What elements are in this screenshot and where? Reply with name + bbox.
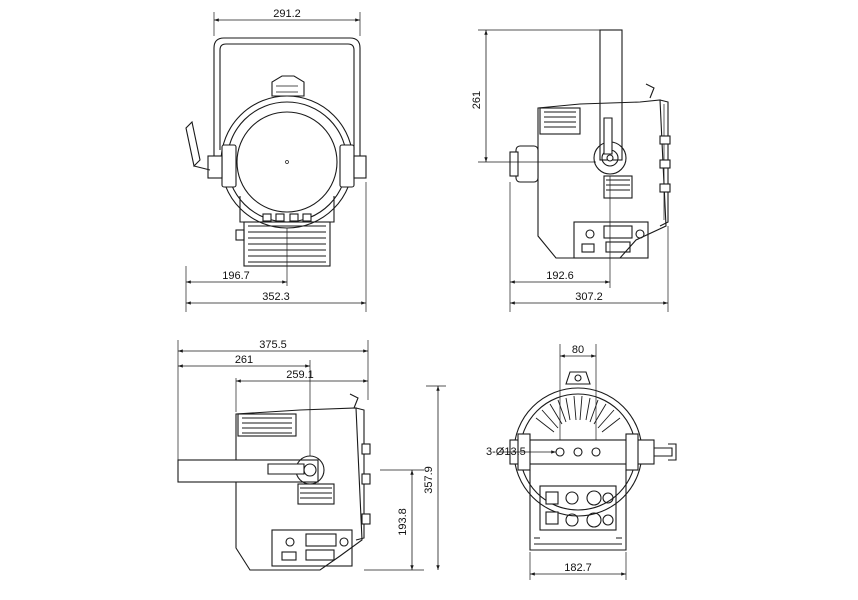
dim-side-partial: 192.6 xyxy=(546,270,574,282)
side-view-horizontal: 375.5 261 259.1 xyxy=(177,339,371,571)
rear-connectors xyxy=(539,485,617,531)
dim-front-half-depth: 196.7 xyxy=(222,270,250,282)
dim-bottom-total: 375.5 xyxy=(259,339,287,351)
dim-rear-top: 80 xyxy=(572,344,584,356)
dim-bottom-261: 261 xyxy=(235,354,253,366)
front-view: 291.2 196.7 352.3 xyxy=(185,8,367,312)
rear-view: 80 3-Ø13.5 182.7 xyxy=(486,344,677,580)
side-view: 261 192.6 307.2 xyxy=(471,29,671,312)
side-control-panel xyxy=(573,221,649,259)
dim-front-total-width: 352.3 xyxy=(262,291,290,303)
horizontal-control-panel xyxy=(271,529,353,567)
dim-front-width: 291.2 xyxy=(273,8,301,20)
dim-bottom-height-total: 357.9 xyxy=(423,466,435,494)
dim-side-depth: 307.2 xyxy=(575,291,603,303)
dim-rear-bottom: 182.7 xyxy=(564,562,592,574)
front-lens-slots xyxy=(262,213,312,222)
horizontal-top-fins xyxy=(237,413,335,505)
dim-side-height: 261 xyxy=(471,91,483,109)
dim-bottom-259: 259.1 xyxy=(286,369,314,381)
dim-rear-side: 3-Ø13.5 xyxy=(486,446,526,458)
dim-bottom-height-partial: 193.8 xyxy=(397,508,409,536)
vertical-dimensions: 193.8 357.9 xyxy=(364,385,446,571)
rear-radial-fins xyxy=(535,395,621,433)
